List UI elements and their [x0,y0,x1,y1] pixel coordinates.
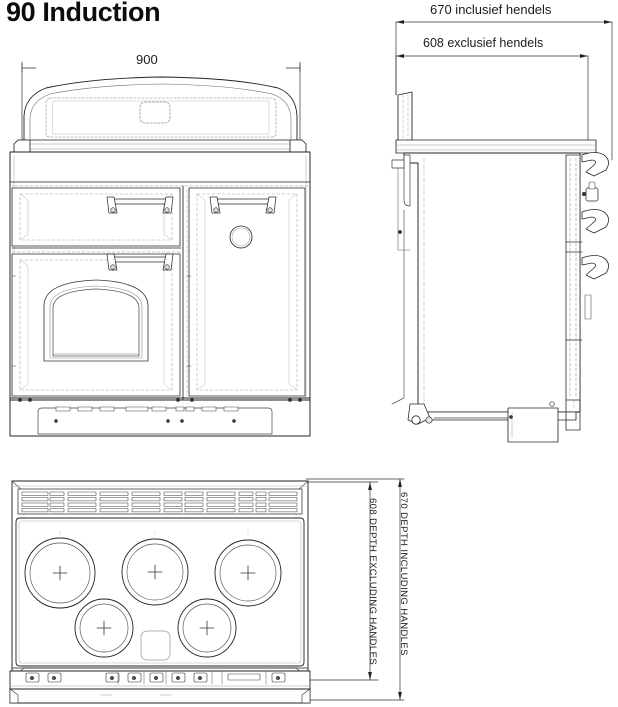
zone-front-right [177,598,237,658]
zone-rear-centre [121,538,189,606]
oven-window [43,279,149,362]
main-oven-door [11,253,181,397]
door-top-left [11,187,181,247]
door-top-right [188,187,306,397]
side-handles [581,152,609,280]
front-elevation [9,76,311,437]
handle-upper-side [581,152,609,177]
handle-top-right-door [209,196,277,214]
control-strip [9,667,311,704]
zone-front-left [74,598,134,658]
induction-zones [24,537,282,658]
zone-rear-right [214,539,282,607]
handle-top-left-door [106,196,174,214]
plinth [9,397,311,437]
handle-main-oven-door [106,253,174,271]
zone-rear-left [24,537,96,609]
page-title: 90 Induction [6,0,161,27]
handle-middle-side [581,209,609,234]
plan-view [9,480,311,704]
dimension-label-depth-excluding-handles: 608 exclusief hendels [423,36,544,50]
dimension-label-plan-depth-excluding-handles: 608 DEPTH EXCLUDING HANDLES [367,498,378,666]
handle-lower-side [581,255,609,280]
dimension-label-front-width: 900 [136,52,158,67]
dimension-608-depth [305,481,379,681]
door-latch [582,181,599,202]
touch-control-pad [140,630,171,661]
control-knob [229,225,253,249]
vent-grille [17,488,303,515]
side-elevation [391,91,609,443]
dimension-label-plan-depth-including-handles: 670 DEPTH INCLUDING HANDLES [398,492,409,656]
dimension-label-depth-including-handles: 670 inclusief hendels [430,2,552,17]
dimension-670-depth [305,478,405,701]
